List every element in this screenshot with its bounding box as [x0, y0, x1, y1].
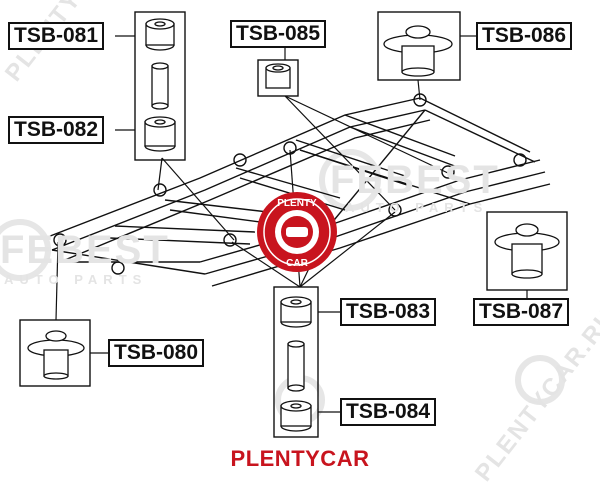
- bushing-icon-081: [145, 18, 175, 51]
- mount-icon-080: [27, 330, 85, 380]
- badge-top-text: PLENTY: [277, 198, 317, 209]
- parts-diagram: PLENTY CAR: [0, 11, 568, 438]
- bushing-icon-084: [280, 400, 312, 432]
- label-tsb-082: TSB-082: [8, 116, 105, 144]
- label-tsb-083: TSB-083: [340, 298, 437, 326]
- footer-brand: PLENTYCAR: [230, 446, 370, 471]
- watermark-brand: FEBEST: [0, 228, 170, 272]
- plentycar-logo: PLENTY CAR: [257, 192, 337, 272]
- bushing-icon-082: [144, 116, 176, 152]
- label-tsb-080: TSB-080: [108, 339, 205, 367]
- sleeve-icon-081: [151, 62, 169, 110]
- part-boxes: [19, 11, 568, 438]
- watermark-tagline: AUTO PARTS: [4, 272, 148, 287]
- label-tsb-081: TSB-081: [8, 22, 105, 50]
- label-tsb-084: TSB-084: [340, 398, 437, 426]
- watermark-brand: FEBEST: [330, 158, 500, 202]
- sleeve-icon-083: [287, 340, 305, 392]
- badge-bottom-text: CAR: [286, 258, 308, 269]
- bushing-icon-083: [280, 296, 312, 328]
- label-tsb-087: TSB-087: [473, 298, 570, 326]
- label-tsb-085: TSB-085: [230, 20, 327, 48]
- watermark-tagline: AUTO PARTS: [345, 200, 489, 215]
- mount-icon-086: [383, 25, 453, 77]
- chassis-frame: [44, 93, 551, 287]
- label-tsb-086: TSB-086: [476, 22, 573, 50]
- mount-icon-087: [494, 223, 560, 279]
- bushing-icon-085: [265, 63, 291, 89]
